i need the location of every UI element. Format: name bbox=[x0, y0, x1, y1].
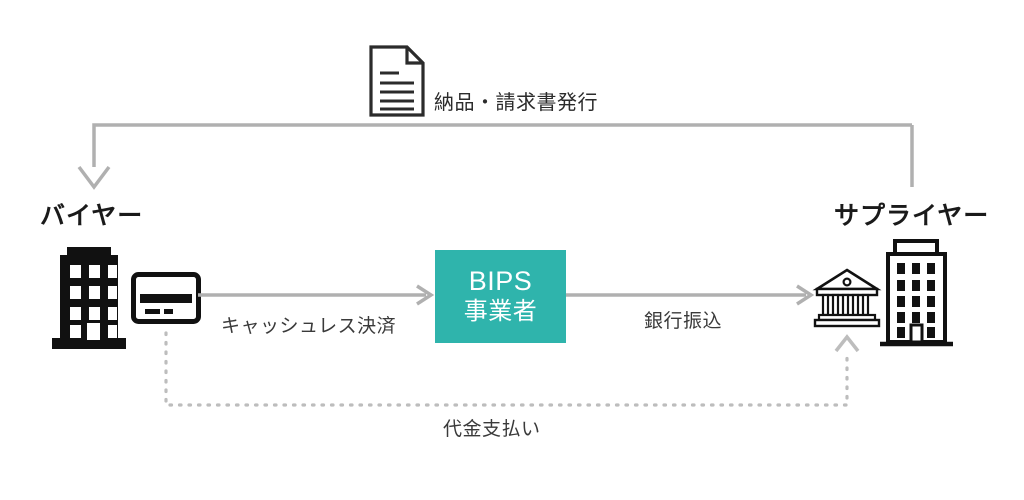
buyer-building-icon bbox=[48, 235, 130, 353]
bips-provider-box: BIPS 事業者 bbox=[435, 250, 566, 343]
bips-box-line2: 事業者 bbox=[463, 298, 538, 326]
supplier-building-icon bbox=[878, 238, 956, 350]
delivery-invoice-label: 納品・請求書発行 bbox=[434, 92, 598, 114]
price-payment-label: 代金支払い bbox=[443, 419, 541, 440]
bank-transfer-label: 銀行振込 bbox=[644, 311, 723, 332]
bank-transfer-arrow bbox=[566, 284, 821, 308]
price-payment-connector bbox=[150, 325, 880, 430]
document-icon bbox=[369, 45, 425, 117]
cashless-payment-arrow bbox=[198, 284, 438, 308]
cashless-payment-label: キャッシュレス決済 bbox=[221, 316, 397, 337]
delivery-invoice-connector bbox=[60, 105, 960, 215]
bips-box-line1: BIPS bbox=[468, 266, 533, 297]
buyer-label: バイヤー bbox=[40, 202, 144, 230]
supplier-label: サプライヤー bbox=[834, 202, 990, 230]
credit-card-icon bbox=[131, 272, 201, 324]
bank-icon bbox=[812, 267, 882, 329]
